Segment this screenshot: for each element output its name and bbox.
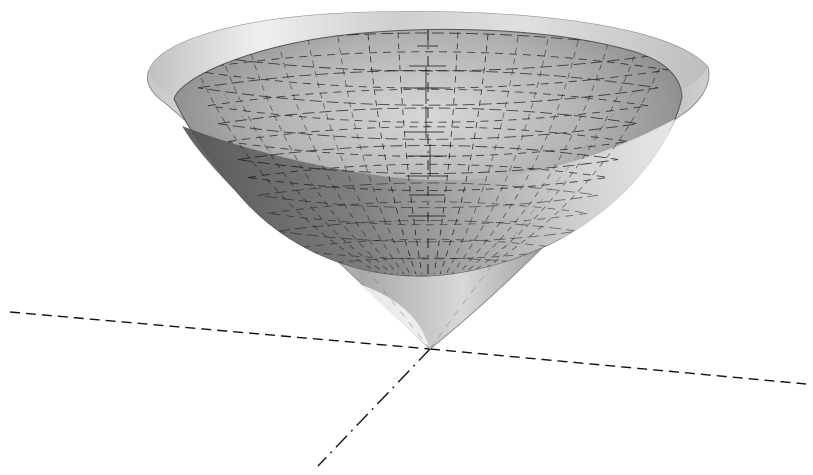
mesh-ring bbox=[237, 145, 619, 174]
mesh-ring bbox=[267, 201, 589, 226]
mesh-meridian bbox=[445, 36, 519, 275]
x-axis-left bbox=[9, 311, 431, 350]
mesh-ring bbox=[257, 182, 599, 209]
mesh-meridian bbox=[367, 34, 417, 275]
mesh-ring bbox=[187, 51, 669, 89]
mesh-ring bbox=[197, 70, 659, 106]
mesh-meridian bbox=[307, 38, 405, 275]
x-axis-right bbox=[429, 348, 807, 385]
mesh-meridian bbox=[397, 32, 423, 275]
inner-surface-shadow bbox=[182, 119, 675, 277]
mesh-ring bbox=[207, 88, 649, 123]
mesh-meridian bbox=[433, 32, 459, 275]
mesh-meridian bbox=[463, 43, 609, 275]
mesh-ring bbox=[227, 126, 629, 157]
mesh-ring bbox=[247, 163, 609, 192]
z-axis-diagonal bbox=[317, 348, 431, 467]
mesh-meridian bbox=[439, 34, 489, 275]
mesh-meridian bbox=[451, 38, 549, 275]
coordinate-axes bbox=[9, 311, 807, 467]
mesh-meridian bbox=[469, 45, 639, 275]
outer-cone-meridian-left bbox=[214, 82, 431, 350]
mesh-meridian bbox=[457, 40, 579, 275]
mesh-meridian bbox=[247, 43, 393, 275]
mesh-meridian bbox=[217, 45, 387, 275]
mesh-meridian bbox=[277, 40, 399, 275]
outer-cone-detail-lines bbox=[214, 82, 635, 350]
mesh-meridian bbox=[337, 36, 411, 275]
